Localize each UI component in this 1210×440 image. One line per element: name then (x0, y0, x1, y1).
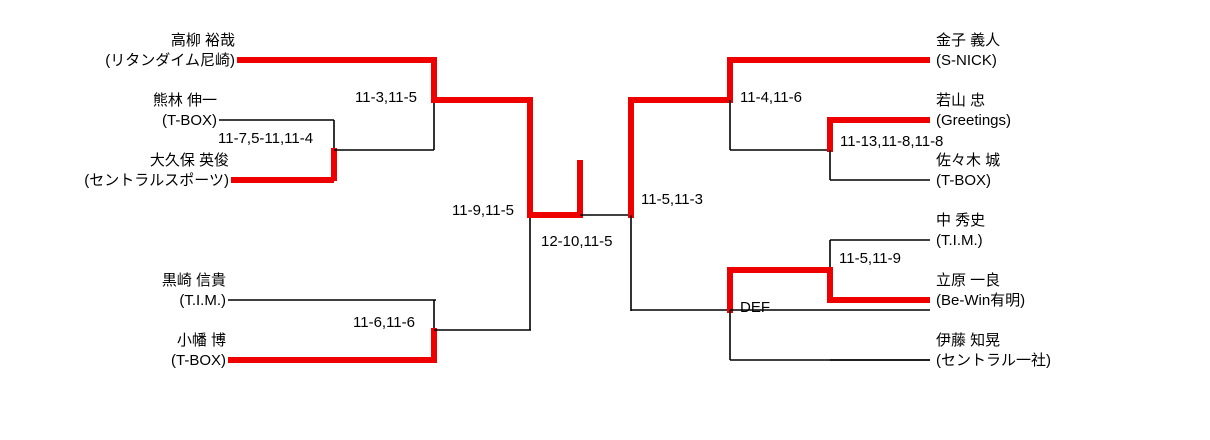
player-club: (セントラル一社) (936, 352, 1051, 369)
player-name: 伊藤 知晃 (936, 332, 1001, 349)
player-name: 高柳 裕哉 (170, 32, 235, 49)
score-final: 12-10,11-5 (541, 233, 613, 250)
player-right-tachihara: 立原 一良 (Be-Win有明) (936, 271, 1025, 311)
player-club: (T.I.M.) (179, 292, 226, 309)
player-left-kurosaki: 黒崎 信貴 (T.I.M.) (30, 271, 226, 311)
score-left-semi: 11-9,11-5 (452, 202, 514, 219)
player-name: 熊林 伸一 (152, 92, 217, 109)
player-left-takayanagi: 高柳 裕哉 (リタンダイム尼崎) (30, 31, 235, 71)
player-club: (リタンダイム尼崎) (105, 52, 235, 69)
player-name: 大久保 英俊 (149, 152, 229, 169)
player-name: 立原 一良 (936, 272, 1001, 289)
player-club: (T-BOX) (162, 112, 217, 129)
player-left-obata: 小幡 博 (T-BOX) (30, 331, 226, 371)
player-right-sasaki: 佐々木 城 (T-BOX) (936, 151, 1000, 191)
player-right-naka: 中 秀史 (T.I.M.) (936, 211, 985, 251)
score-left-round1: 11-7,5-11,11-4 (218, 130, 314, 147)
player-club: (セントラルスポーツ) (84, 172, 229, 189)
player-club: (S-NICK) (936, 52, 997, 69)
player-name: 小幡 博 (176, 332, 226, 349)
player-right-wakayama: 若山 忠 (Greetings) (936, 91, 1011, 131)
player-left-kumabayashi: 熊林 伸一 (T-BOX) (30, 91, 217, 131)
player-name: 中 秀史 (936, 212, 986, 229)
player-right-ito: 伊藤 知晃 (セントラル一社) (936, 331, 1051, 371)
player-club: (T-BOX) (936, 172, 991, 189)
player-club: (T-BOX) (171, 352, 226, 369)
score-left-quarter-top: 11-3,11-5 (355, 89, 417, 106)
score-right-quarter-top: 11-4,11-6 (740, 89, 802, 106)
score-right-round1-bottom: 11-5,11-9 (839, 250, 901, 267)
score-right-semi: 11-5,11-3 (641, 191, 703, 208)
player-club: (T.I.M.) (936, 232, 983, 249)
player-name: 黒崎 信貴 (161, 272, 226, 289)
player-right-kaneko: 金子 義人 (S-NICK) (936, 31, 1000, 71)
player-left-okubo: 大久保 英俊 (セントラルスポーツ) (20, 151, 229, 191)
player-club: (Greetings) (936, 112, 1012, 129)
player-name: 金子 義人 (936, 32, 1001, 49)
player-name: 佐々木 城 (936, 152, 1001, 169)
player-club: (Be-Win有明) (936, 292, 1026, 309)
score-left-quarter-bottom: 11-6,11-6 (353, 314, 415, 331)
player-name: 若山 忠 (936, 92, 986, 109)
score-right-quarter-bottom: DEF (740, 299, 770, 316)
score-right-round1-top: 11-13,11-8,11-8 (840, 133, 944, 150)
